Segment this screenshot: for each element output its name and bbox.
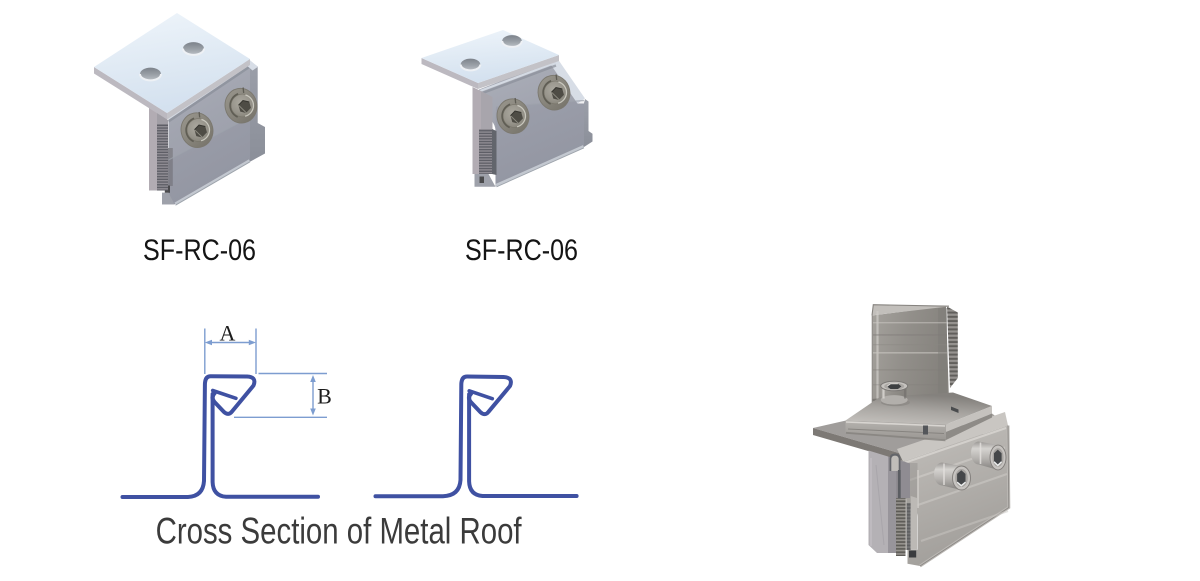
svg-text:Cross Section of Metal Roof: Cross Section of Metal Roof [156, 511, 523, 552]
svg-text:A: A [220, 321, 236, 346]
svg-text:SF-RC-06: SF-RC-06 [143, 234, 256, 267]
svg-text:B: B [317, 384, 332, 409]
svg-text:SF-RC-06: SF-RC-06 [465, 234, 578, 267]
